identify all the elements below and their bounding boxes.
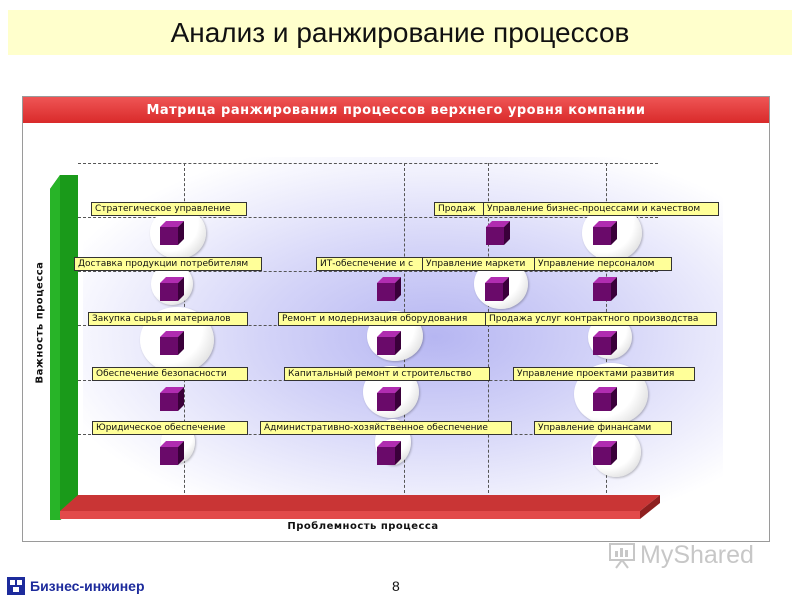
cube-icon bbox=[377, 387, 401, 411]
importance-axis-wall bbox=[50, 175, 78, 520]
cube-icon bbox=[593, 221, 617, 245]
matrix-header: Матрица ранжирования процессов верхнего … bbox=[23, 97, 769, 123]
process-label: ИТ-обеспечение и с bbox=[316, 257, 428, 271]
cube-icon bbox=[377, 277, 401, 301]
problem-axis-label: Проблемность процесса bbox=[287, 521, 439, 532]
watermark: MyShared bbox=[608, 538, 768, 572]
cube-icon bbox=[486, 221, 510, 245]
cube-icon bbox=[377, 331, 401, 355]
importance-axis-label: Важность процесса bbox=[34, 261, 46, 384]
brand-name: Бизнес-инжинер bbox=[30, 578, 145, 594]
cube-icon bbox=[160, 277, 184, 301]
process-label: Управление проектами развития bbox=[513, 367, 695, 381]
slide-title: Анализ и ранжирование процессов bbox=[8, 10, 792, 55]
problem-axis-floor bbox=[60, 495, 660, 519]
process-label: Управление маркети bbox=[422, 257, 540, 271]
gridline bbox=[78, 271, 658, 272]
watermark-text: MyShared bbox=[640, 540, 754, 569]
page-number: 8 bbox=[392, 578, 400, 594]
ranking-matrix-panel: Матрица ранжирования процессов верхнего … bbox=[22, 96, 770, 542]
brand: Бизнес-инжинер bbox=[6, 576, 145, 596]
presentation-icon bbox=[609, 543, 635, 569]
process-label: Управление бизнес-процессами и качеством bbox=[483, 202, 719, 216]
process-label: Доставка продукции потребителям bbox=[74, 257, 262, 271]
gridline bbox=[78, 163, 658, 164]
process-label: Ремонт и модернизация оборудования bbox=[278, 312, 490, 326]
process-label: Управление персоналом bbox=[534, 257, 672, 271]
cube-icon bbox=[377, 441, 401, 465]
process-label: Стратегическое управление bbox=[91, 202, 247, 216]
cube-icon bbox=[593, 387, 617, 411]
process-label: Закупка сырья и материалов bbox=[88, 312, 248, 326]
process-label: Капитальный ремонт и строительство bbox=[284, 367, 490, 381]
process-label: Продаж bbox=[434, 202, 488, 216]
process-label: Продажа услуг контрактного производства bbox=[485, 312, 717, 326]
cube-icon bbox=[160, 331, 184, 355]
process-label: Юридическое обеспечение bbox=[92, 421, 248, 435]
cube-icon bbox=[485, 277, 509, 301]
process-label: Административно-хозяйственное обеспечени… bbox=[260, 421, 512, 435]
cube-icon bbox=[593, 441, 617, 465]
brand-logo-icon bbox=[7, 577, 25, 595]
process-label: Управление финансами bbox=[534, 421, 672, 435]
cube-icon bbox=[160, 441, 184, 465]
cube-icon bbox=[160, 221, 184, 245]
cube-icon bbox=[593, 331, 617, 355]
process-label: Обеспечение безопасности bbox=[92, 367, 248, 381]
gridline bbox=[488, 163, 489, 503]
gridline bbox=[78, 217, 658, 218]
cube-icon bbox=[160, 387, 184, 411]
cube-icon bbox=[593, 277, 617, 301]
